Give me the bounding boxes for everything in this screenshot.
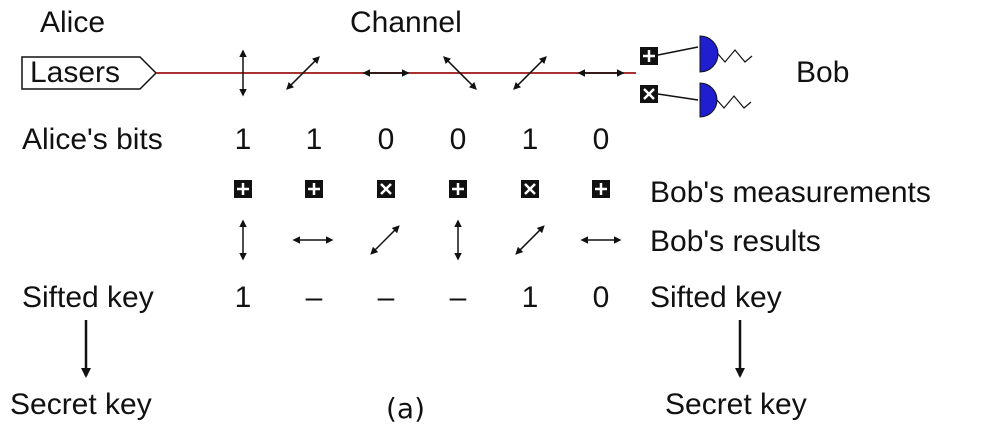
sifted-key-value: 1	[234, 281, 252, 314]
lasers-label: Lasers	[30, 56, 121, 89]
detector-top-icon	[699, 35, 719, 73]
figure-caption: (a)	[386, 392, 426, 425]
antidiagonal-polarization-arrow	[443, 56, 477, 90]
diagonal-polarization-arrow	[513, 56, 547, 90]
alice-label: Alice	[40, 6, 106, 39]
diagonal-basis-icon	[377, 180, 395, 198]
bob-results-label: Bob's results	[650, 225, 821, 258]
sifted-key-left-label: Sifted key	[22, 281, 154, 314]
channel-label: Channel	[350, 6, 462, 39]
alice-bit: 0	[449, 123, 467, 156]
bob-label: Bob	[796, 56, 850, 89]
channel-polarizations	[239, 49, 625, 97]
alice-bit: 0	[592, 123, 610, 156]
rectilinear-basis-icon	[592, 180, 610, 198]
detector-bottom-icon	[699, 82, 718, 118]
alice-bit: 0	[377, 123, 395, 156]
diagonal-polarization-arrow	[515, 225, 545, 255]
lasers-box	[21, 56, 158, 90]
alice-bit: 1	[521, 123, 539, 156]
sifted-key-value: 1	[521, 281, 539, 314]
sifted-key-value: –	[377, 281, 395, 314]
detector-bottom-signal	[716, 95, 752, 109]
sifted-key-value: 0	[592, 281, 610, 314]
diagonal-basis-icon	[521, 180, 539, 198]
sifted-key-right-label: Sifted key	[650, 281, 782, 314]
rectilinear-basis-icon	[234, 180, 252, 198]
alice-bit: 1	[234, 123, 252, 156]
detector-rectilinear-box	[640, 47, 658, 65]
rectilinear-basis-icon	[449, 180, 467, 198]
bob-measurements-label: Bob's measurements	[650, 176, 931, 209]
detector-connector-bottom	[657, 93, 699, 101]
sifted-key-value: –	[305, 281, 323, 314]
alice-bit: 1	[305, 123, 323, 156]
diagonal-polarization-arrow	[370, 225, 400, 255]
sifted-key-value: –	[449, 281, 467, 314]
secret-key-left-label: Secret key	[10, 388, 152, 421]
secret-key-right-label: Secret key	[665, 388, 807, 421]
detector-top-signal	[717, 49, 753, 63]
detector-connector-top	[657, 46, 699, 56]
rectilinear-basis-icon	[305, 180, 323, 198]
alice-bits-label: Alice's bits	[22, 123, 163, 156]
bob-results-arrows	[239, 219, 622, 261]
detector-diagonal-box	[640, 85, 658, 103]
diagonal-polarization-arrow	[286, 56, 320, 90]
